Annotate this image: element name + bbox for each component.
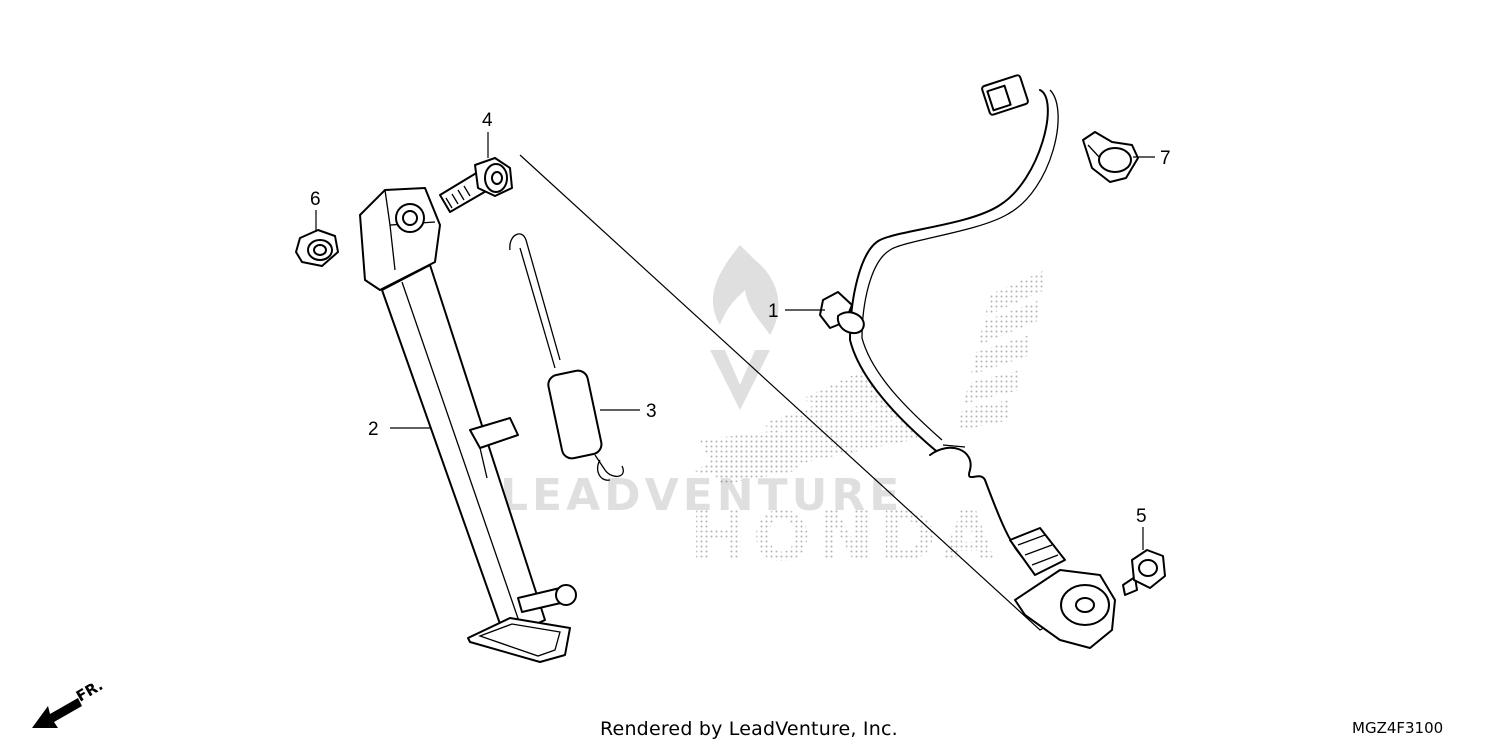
stand-spring [509,233,624,481]
front-direction-indicator: FR. [32,676,106,728]
lock-nut [295,229,339,267]
callout-6: 6 [310,189,321,210]
pivot-bolt [439,157,513,213]
svg-text:HONDA: HONDA [690,498,1001,577]
callout-5: 5 [1136,506,1147,527]
render-credit: Rendered by LeadVenture, Inc. [600,718,898,740]
side-stand-switch [819,74,1116,649]
svg-text:LEADVENTURE: LEADVENTURE [500,470,903,521]
switch-bolt [1122,549,1166,596]
leadventure-watermark: LEADVENTURE [500,245,903,521]
harness-clamp [1082,131,1139,183]
side-stand [359,187,577,663]
diagram-code: MGZ4F3100 [1352,719,1444,737]
callout-3: 3 [646,401,657,422]
callout-4: 4 [482,110,493,131]
callout-2: 2 [368,419,379,440]
callout-7: 7 [1160,148,1171,169]
front-arrow-icon [32,698,82,728]
callout-1: 1 [768,301,779,322]
